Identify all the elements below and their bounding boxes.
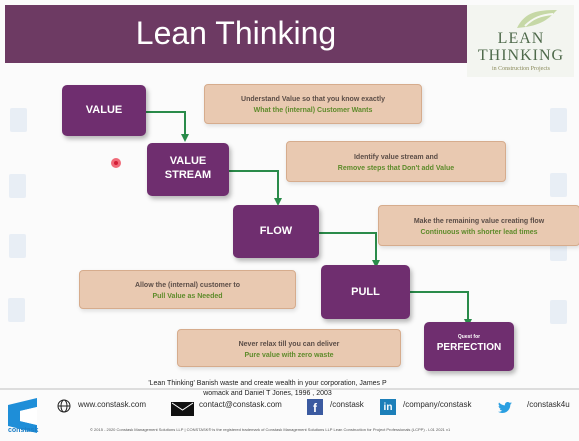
linkedin-link[interactable]: /company/constask [403,400,472,409]
description-flow: Make the remaining value creating flow C… [378,205,579,246]
connector-pull-v [467,291,469,322]
connector-pull-h [410,291,468,293]
watermark-icon [550,300,567,324]
step-value-stream: VALUE STREAM [147,143,229,196]
description-flow-line2: Continuous with shorter lead times [420,229,538,236]
connector-stream-h [229,170,278,172]
watermark-icon [10,108,27,132]
step-value: VALUE [62,85,146,136]
watermark-icon [8,298,25,322]
step-value-stream-label-line2: STREAM [164,169,212,181]
description-value-stream: Identify value stream and Remove steps t… [286,141,506,182]
step-perfection-prefix: Quest for [457,334,481,340]
logo-subtitle: in Construction Projects [492,66,550,72]
lean-thinking-logo [467,5,574,77]
description-value-line2: What the (internal) Customer Wants [253,107,373,114]
description-value-line1: Understand Value so that you know exactl… [241,96,385,103]
connector-flow-h [319,232,376,234]
reference-line2: womack and Daniel T Jones, 1996 , 2003 [203,390,332,397]
connector-value-v [184,111,186,138]
connector-flow-v [375,232,377,263]
facebook-icon: f [307,399,323,415]
copyright-notice: © 2015 - 2020 Constask Management Soluti… [90,427,451,432]
description-value-stream-line2: Remove steps that Don't add Value [337,165,455,172]
logo-line-lean: LEAN [497,30,545,47]
description-pull: Allow the (internal) customer to Pull Va… [79,270,296,309]
linkedin-icon: in [380,399,396,415]
connector-value-h [146,111,185,113]
step-perfection-label: PERFECTION [436,342,502,353]
constask-logo-icon [8,398,37,433]
description-value: Understand Value so that you know exactl… [204,84,422,124]
arrowhead-down-icon [274,198,282,206]
description-perfection-line1: Never relax till you can deliver [238,341,340,348]
title-banner [5,5,467,63]
brand-name: constask [8,427,39,434]
step-pull-label: PULL [351,286,380,298]
globe-icon [57,399,71,413]
twitter-icon [498,402,512,413]
description-pull-line1: Allow the (internal) customer to [134,282,240,289]
reference-line1: 'Lean Thinking' Banish waste and create … [148,380,387,387]
pointer-indicator [111,158,121,168]
watermark-icon [550,108,567,132]
arrowhead-down-icon [181,134,189,142]
website-link[interactable]: www.constask.com [78,400,147,409]
step-flow-label: FLOW [259,225,293,237]
facebook-link[interactable]: /constask [330,400,364,409]
logo-line-thinking: THINKING [477,47,565,64]
step-value-stream-label-line1: VALUE [169,155,207,167]
twitter-link[interactable]: /constask4u [527,400,570,409]
footer-divider [0,388,579,390]
slide-title: Lean Thinking [135,15,337,51]
envelope-icon [171,402,194,416]
description-perfection-line2: Pure value with zero waste [244,352,334,359]
email-link[interactable]: contact@constask.com [199,400,282,409]
watermark-icon [9,174,26,198]
description-pull-line2: Pull Value as Needed [152,293,223,300]
leaf-icon [517,10,557,28]
step-flow: FLOW [233,205,319,258]
reference-citation: 'Lean Thinking' Banish waste and create … [145,379,390,399]
arrowhead-down-icon [372,260,380,268]
watermark-icon [550,173,567,197]
step-value-label: VALUE [85,104,123,116]
connector-stream-v [277,170,279,201]
description-flow-line1: Make the remaining value creating flow [413,218,545,225]
description-value-stream-line1: Identify value stream and [353,154,439,161]
step-pull: PULL [321,265,410,319]
watermark-icon [9,234,26,258]
description-perfection: Never relax till you can deliver Pure va… [177,329,401,367]
step-perfection: Quest for PERFECTION [424,322,514,371]
